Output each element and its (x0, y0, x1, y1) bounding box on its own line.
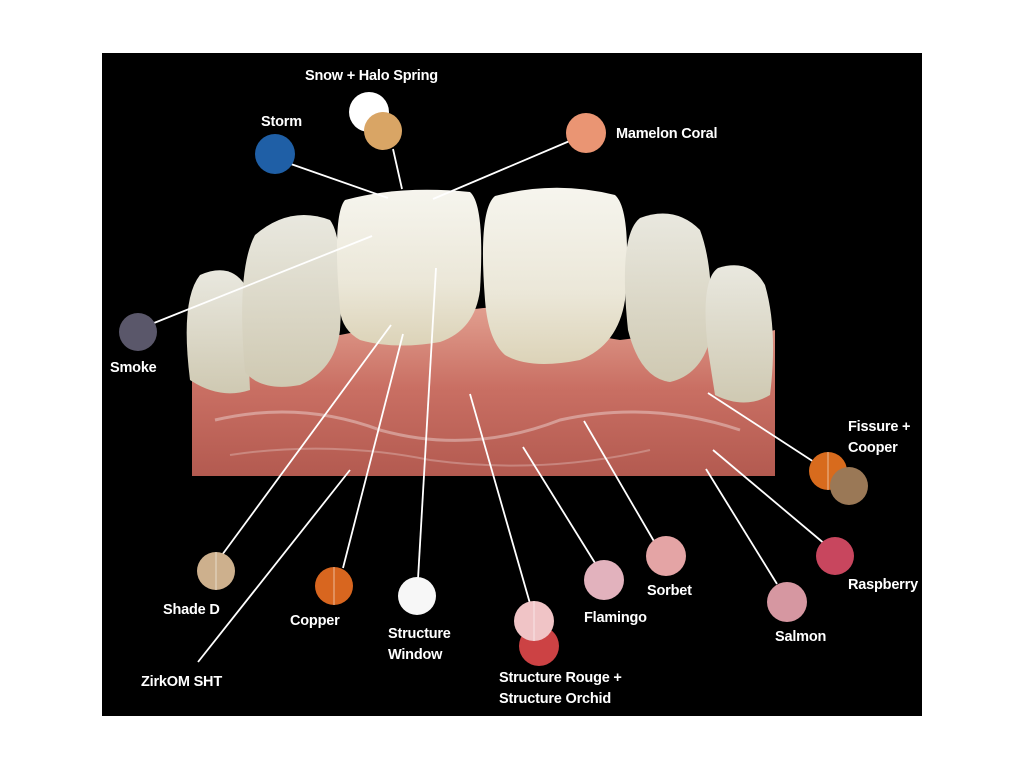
label-fissure-line1: Fissure + (848, 419, 910, 435)
label-flamingo: Flamingo (584, 610, 647, 626)
leader-smoke (153, 235, 373, 324)
leader-zirkom (197, 469, 351, 663)
leader-shade-d (221, 324, 392, 556)
label-smoke: Smoke (110, 360, 157, 376)
label-sorbet: Sorbet (647, 583, 692, 599)
label-mamelon-coral: Mamelon Coral (616, 126, 717, 142)
label-salmon: Salmon (775, 629, 826, 645)
swatch-structure-window (398, 577, 436, 615)
swatch-sorbet (646, 536, 686, 576)
label-structure-rouge-line2: Structure Orchid (499, 691, 611, 707)
gingiva (192, 300, 775, 476)
labels: Snow + Halo Spring Storm Mamelon Coral S… (110, 68, 918, 707)
swatches (119, 92, 868, 666)
label-structure-rouge-line1: Structure Rouge + (499, 670, 622, 686)
label-copper: Copper (290, 613, 340, 629)
leader-salmon (705, 468, 778, 585)
swatch-raspberry (816, 537, 854, 575)
leader-mamelon (432, 139, 573, 200)
swatch-mamelon-coral (566, 113, 606, 153)
label-shade-d: Shade D (163, 602, 220, 618)
label-zirkom-sht: ZirkOM SHT (141, 674, 222, 690)
leader-storm (287, 162, 389, 199)
leader-structure (469, 393, 532, 608)
swatch-flamingo (584, 560, 624, 600)
label-snow-halo: Snow + Halo Spring (305, 68, 438, 84)
label-storm: Storm (261, 114, 302, 130)
leader-sorbet (583, 420, 656, 544)
label-structure-window-line2: Window (388, 647, 443, 663)
swatch-smoke (119, 313, 157, 351)
leader-snow-halo (392, 148, 403, 190)
label-structure-window-line1: Structure (388, 626, 451, 642)
label-raspberry: Raspberry (848, 577, 918, 593)
swatch-halo-spring (364, 112, 402, 150)
leader-raspberry (712, 449, 827, 546)
leader-structure-window (417, 267, 437, 580)
swatch-cooper (830, 467, 868, 505)
label-fissure-line2: Cooper (848, 440, 898, 456)
swatch-storm (255, 134, 295, 174)
swatch-salmon (767, 582, 807, 622)
leader-lines (153, 139, 827, 663)
leader-fissure (707, 392, 815, 463)
leader-flamingo (522, 446, 596, 564)
leader-copper (342, 333, 404, 569)
teeth (186, 187, 774, 403)
